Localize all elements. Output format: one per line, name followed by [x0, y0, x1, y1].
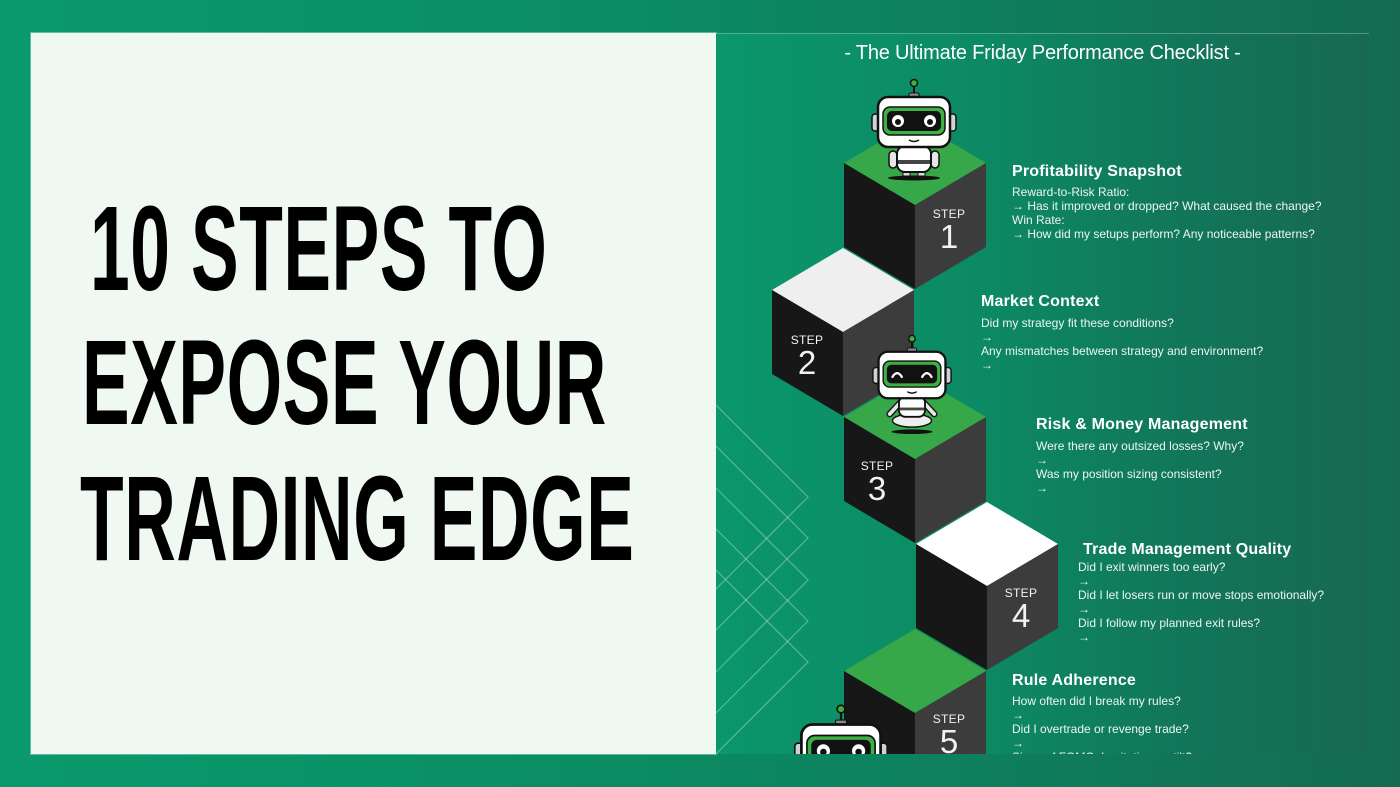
step-line: Was my position sizing consistent?: [1036, 467, 1222, 481]
step-number: 5: [939, 723, 959, 754]
arrow-icon: →: [1012, 736, 1024, 750]
chevron-pattern-icon: [716, 404, 809, 754]
step-word: STEP: [1004, 586, 1038, 600]
arrow-icon: →: [1012, 708, 1024, 722]
hero-title-line-3: TRADING EDGE: [80, 450, 635, 586]
step-body: Did I exit winners too early? → Did I le…: [1078, 560, 1324, 644]
step-line: Did I exit winners too early?: [1078, 560, 1226, 574]
step-1-badge: STEP 1: [909, 207, 989, 255]
hero-title-line-1: 10 STEPS TO: [90, 180, 548, 316]
step-number: 2: [797, 344, 817, 381]
arrow-icon: →: [1036, 453, 1048, 467]
robot-mascot-icon: [793, 704, 889, 754]
hero-panel: 10 STEPS TO EXPOSE YOUR TRADING EDGE: [31, 33, 716, 754]
arrow-icon: →: [981, 358, 993, 372]
checklist-panel: - The Ultimate Friday Performance Checkl…: [716, 33, 1369, 754]
arrow-icon: →: [1036, 481, 1048, 495]
step-title: Risk & Money Management: [1036, 416, 1248, 433]
checklist-title: - The Ultimate Friday Performance Checkl…: [844, 42, 1241, 64]
step-line: Did I let losers run or move stops emoti…: [1078, 588, 1325, 602]
step-line: How often did I break my rules?: [1012, 694, 1181, 708]
arrow-icon: →: [981, 330, 993, 344]
step-line: Signs of FOMO, hesitation, or tilt?: [1012, 750, 1192, 754]
step-body: Reward-to-Risk Ratio: → Has it improved …: [1012, 185, 1322, 241]
step-5-cube: [844, 629, 986, 754]
arrow-icon: →: [1078, 574, 1090, 588]
step-1-details: Profitability Snapshot Reward-to-Risk Ra…: [1012, 162, 1322, 241]
step-line: Did I follow my planned exit rules?: [1078, 616, 1261, 630]
step-word: STEP: [932, 712, 966, 726]
step-line: Were there any outsized losses? Why?: [1036, 439, 1244, 453]
step-3-details: Risk & Money Management Were there any o…: [1036, 415, 1248, 495]
staircase-illustration: [716, 78, 1058, 754]
robot-mascot-meditating-icon: [872, 334, 952, 435]
step-title: Profitability Snapshot: [1012, 163, 1182, 180]
step-body: Did my strategy fit these conditions? → …: [981, 316, 1263, 372]
step-line: → How did my setups perform? Any noticea…: [1012, 227, 1315, 241]
step-5-badge: STEP 5: [909, 712, 989, 754]
step-title: Trade Management Quality: [1083, 541, 1292, 558]
step-line: Did my strategy fit these conditions?: [981, 316, 1174, 330]
step-word: STEP: [860, 459, 894, 473]
step-number: 3: [867, 470, 887, 507]
step-line: Did I overtrade or revenge trade?: [1012, 722, 1189, 736]
step-2-badge: STEP 2: [767, 333, 847, 381]
step-number: 1: [939, 218, 959, 255]
step-3-badge: STEP 3: [837, 459, 917, 507]
step-4-details: Trade Management Quality Did I exit winn…: [1078, 540, 1324, 644]
step-number: 4: [1011, 597, 1031, 634]
step-4-badge: STEP 4: [981, 586, 1061, 634]
arrow-icon: →: [1078, 602, 1090, 616]
step-2-details: Market Context Did my strategy fit these…: [981, 292, 1263, 372]
hero-title-line-2: EXPOSE YOUR: [82, 314, 607, 450]
step-line: Reward-to-Risk Ratio:: [1012, 185, 1130, 199]
step-title: Rule Adherence: [1012, 672, 1137, 689]
step-line: Any mismatches between strategy and envi…: [981, 344, 1264, 358]
step-word: STEP: [932, 207, 966, 221]
step-4-cube: [916, 502, 1058, 670]
step-body: Were there any outsized losses? Why? → W…: [1036, 439, 1248, 495]
step-line: Win Rate:: [1012, 213, 1065, 227]
step-title: Market Context: [981, 293, 1100, 310]
robot-mascot-icon: [871, 78, 957, 181]
arrow-icon: →: [1078, 630, 1090, 644]
step-line: → Has it improved or dropped? What cause…: [1012, 199, 1322, 213]
step-body: How often did I break my rules? → Did I …: [1012, 694, 1192, 754]
step-word: STEP: [790, 333, 824, 347]
step-5-details: Rule Adherence How often did I break my …: [1012, 671, 1192, 754]
